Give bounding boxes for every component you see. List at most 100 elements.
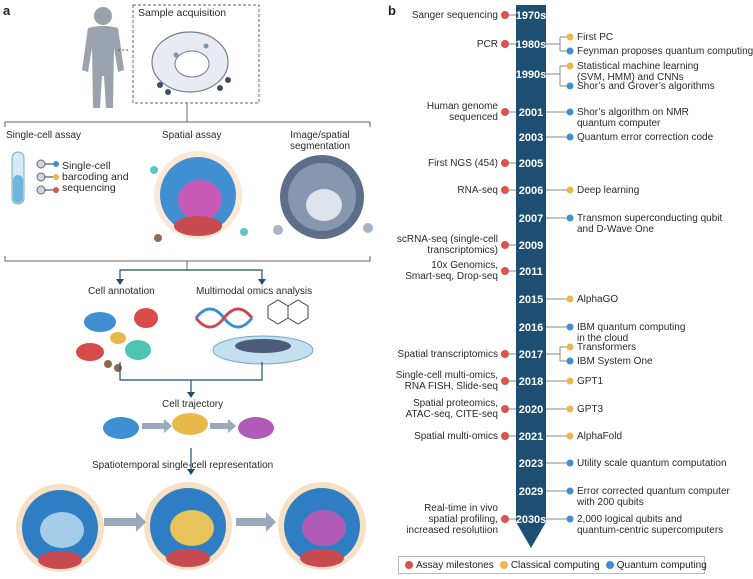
assay-milestone-label: Sanger sequencing	[411, 9, 498, 21]
molecule-structure-icon	[267, 299, 309, 325]
quantum-milestone-dot	[566, 515, 574, 523]
multimodal-label: Multimodal omics analysis	[196, 286, 313, 297]
classical-milestone-label: Statistical machine learning(SVM, HMM) a…	[577, 60, 699, 83]
cell-annotation-label: Cell annotation	[88, 286, 155, 297]
legend-item-assay: Assay milestones	[405, 560, 494, 571]
quantum-milestone-label: Feynman proposes quantum computing	[577, 45, 753, 57]
barcode-dots-icon	[36, 159, 59, 195]
panel-b-label: b	[388, 3, 396, 18]
panel-a-label: a	[3, 3, 11, 18]
legend: Assay milestones Classical computing Qua…	[398, 556, 707, 574]
spatial-assay-label: Spatial assay	[162, 130, 222, 141]
segmentation-line-1: Image/spatial	[290, 130, 350, 141]
single-cell-assay-label: Single-cell assay	[6, 130, 82, 141]
classical-milestone-label: AlphaGO	[577, 293, 619, 305]
assay-milestone-dot	[501, 515, 509, 523]
classical-milestone-label: GPT1	[577, 375, 604, 387]
barcoding-line-2: barcoding and	[62, 171, 129, 183]
timeline-year: 2017	[519, 349, 543, 361]
timeline-year: 1990s	[516, 69, 547, 81]
quantum-milestone-dot	[566, 323, 574, 331]
quantum-milestone-dot	[566, 133, 574, 141]
assay-milestone-label: Spatial proteomics,ATAC-seq, CITE-seq	[405, 398, 498, 420]
tissue-sample-icon	[151, 31, 231, 95]
timeline-year: 2015	[519, 294, 543, 306]
classical-milestone-dot	[566, 186, 574, 194]
assay-milestone-dot	[501, 40, 509, 48]
assay-dot-icon	[405, 561, 413, 569]
classical-milestone-label: Transformers	[577, 341, 637, 353]
quantum-dot-icon	[605, 561, 614, 569]
assay-milestone-label: PCR	[476, 38, 498, 50]
quantum-milestone-dot	[566, 82, 574, 90]
representation-label: Spatiotemporal single-cell representatio…	[92, 460, 274, 471]
classical-milestone-dot	[566, 33, 574, 41]
quantum-milestone-dot	[566, 214, 574, 222]
timeline-year: 1980s	[516, 39, 547, 51]
classical-milestone-dot	[566, 377, 574, 385]
timeline-year: 2011	[519, 266, 543, 278]
computing-connector	[546, 36, 567, 52]
quantum-milestone-dot	[566, 487, 574, 495]
timeline-year: 2021	[519, 431, 543, 443]
timeline-year: 2005	[519, 158, 543, 170]
quantum-milestone-dot	[566, 47, 574, 55]
classical-milestone-label: Deep learning	[577, 184, 640, 196]
quantum-milestone-label: Shor’s and Grover’s algorithms	[577, 80, 715, 92]
assay-milestone-dot	[501, 267, 509, 275]
sample-acquisition-box	[132, 4, 260, 104]
classical-milestone-dot	[566, 62, 574, 70]
cell-trajectory-label: Cell trajectory	[162, 399, 224, 410]
cell-annotation-icon	[76, 308, 158, 372]
timeline-year: 2003	[519, 132, 543, 144]
assay-milestone-dot	[501, 350, 509, 358]
petri-dish-icon	[212, 335, 314, 365]
assay-milestone-dot	[501, 241, 509, 249]
computing-connector	[546, 65, 567, 87]
legend-item-classical: Classical computing	[499, 559, 600, 571]
classical-milestone-dot	[566, 432, 574, 440]
assay-milestone-dot	[501, 432, 509, 440]
assay-milestone-label: 10x Genomics,Smart-seq, Drop-seq	[405, 260, 498, 282]
barcoding-label: Single-cell barcoding and sequencing	[62, 161, 129, 194]
dna-helix-icon	[194, 307, 254, 329]
timeline-year: 2018	[519, 376, 543, 388]
timeline-year: 2007	[519, 213, 543, 225]
spatial-assay-tissue-icon	[150, 151, 248, 242]
assay-milestone-label: Spatial transcriptomics	[397, 348, 498, 360]
legend-item-quantum: Quantum computing	[605, 559, 707, 571]
classical-milestone-dot	[566, 295, 574, 303]
assay-milestone-dot	[501, 186, 509, 194]
legend-label-assay: Assay milestones	[416, 559, 494, 571]
timeline-year: 2029	[519, 486, 543, 498]
assay-milestone-dot	[501, 108, 509, 116]
timeline-year: 1970s	[516, 10, 547, 22]
timeline-year: 2006	[519, 185, 543, 197]
assay-milestone-dot	[501, 11, 509, 19]
quantum-milestone-dot	[566, 108, 574, 116]
timeline-year: 2030s	[516, 514, 547, 526]
quantum-milestone-label: Quantum error correction code	[577, 131, 714, 143]
quantum-milestone-label: Utility scale quantum computation	[577, 457, 727, 469]
timeline-year: 2009	[519, 240, 543, 252]
assay-milestone-dot	[501, 159, 509, 167]
timeline-year: 2020	[519, 404, 543, 416]
assay-milestone-label: First NGS (454)	[427, 157, 498, 169]
legend-label-quantum: Quantum computing	[616, 559, 707, 571]
timeline-year: 2023	[519, 458, 543, 470]
legend-label-classical: Classical computing	[510, 559, 600, 571]
barcoding-line-3: sequencing	[62, 182, 116, 194]
barcoding-line-1: Single-cell	[62, 160, 111, 172]
assay-milestone-label: Single-cell multi-omics,RNA FISH, Slide-…	[395, 370, 498, 392]
human-silhouette-icon	[82, 7, 124, 108]
